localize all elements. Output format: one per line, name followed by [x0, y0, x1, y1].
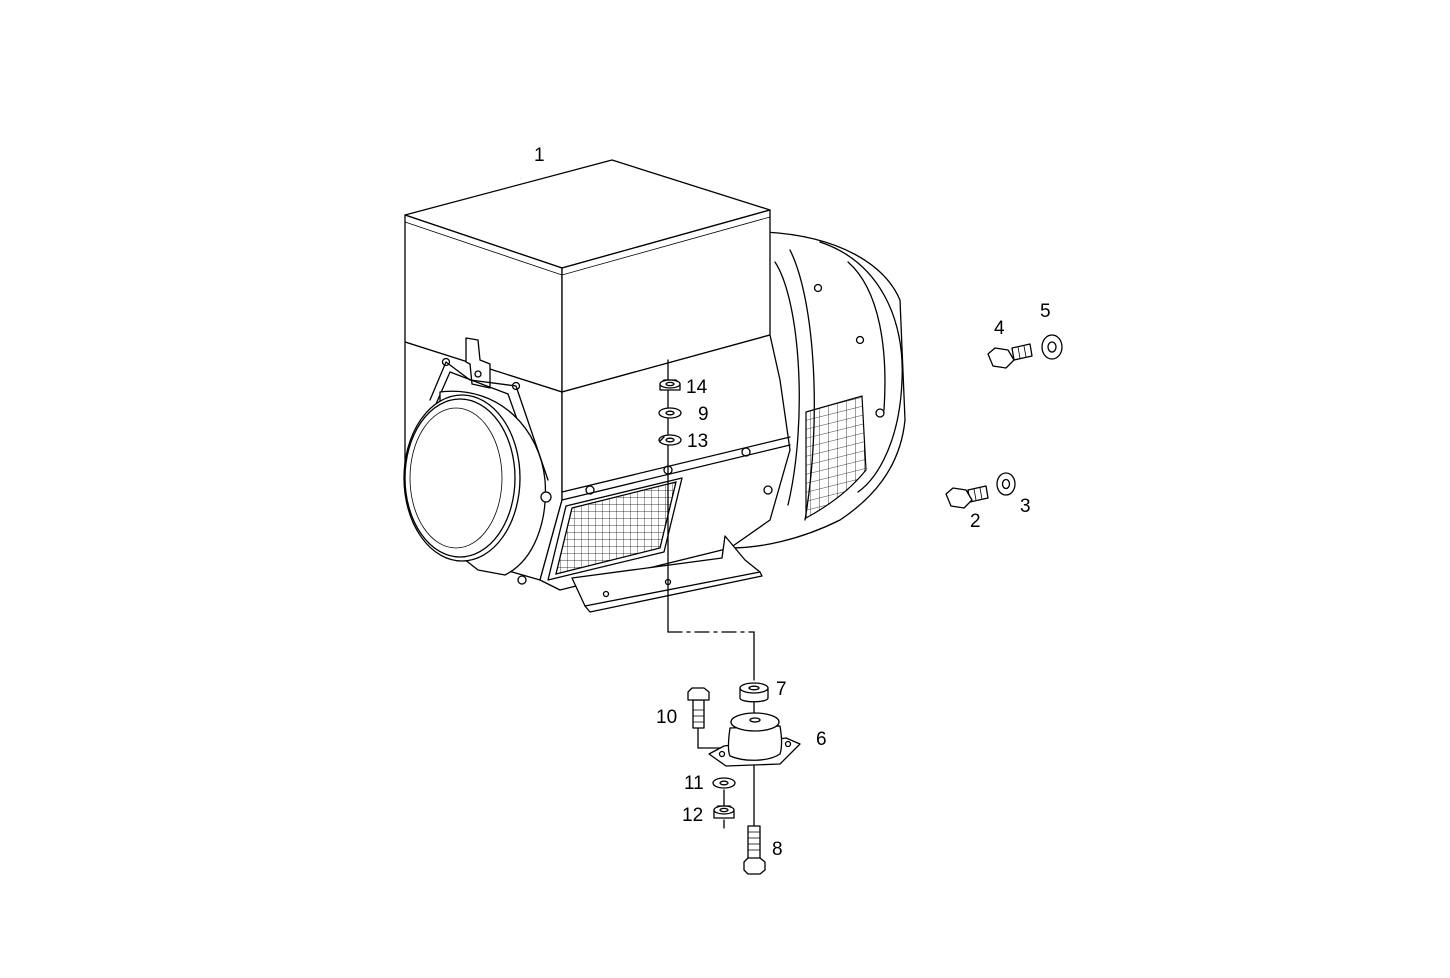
callout-12: 12 [682, 805, 703, 826]
callout-4: 4 [994, 318, 1005, 339]
mounting-foot [571, 535, 761, 607]
bolt-part-2 [945, 485, 989, 509]
lifting-lug [465, 337, 491, 389]
callout-9: 9 [698, 404, 709, 425]
washer-part-3 [996, 472, 1016, 496]
spring-washer-part-13 [658, 434, 682, 446]
callout-13: 13 [687, 431, 708, 452]
washer-part-11 [712, 777, 736, 789]
generator-assembly [403, 159, 906, 613]
anti-vibration-mount-part-6 [708, 712, 801, 767]
bolt-part-8 [743, 825, 766, 875]
callout-11: 11 [684, 773, 704, 794]
generator-rear-flange [819, 241, 903, 493]
callout-labels: 1 2 3 4 5 6 7 8 9 10 11 12 13 14 [534, 145, 1051, 860]
washer-part-5 [1041, 334, 1063, 360]
rear-vent-mesh [805, 395, 867, 520]
callout-14: 14 [686, 377, 708, 398]
callout-8: 8 [772, 839, 783, 860]
callout-3: 3 [1020, 496, 1031, 517]
bolt-part-4 [987, 343, 1033, 369]
callout-1: 1 [534, 145, 545, 166]
front-vent-grille [555, 481, 677, 575]
leader-lines [667, 359, 755, 829]
spacer-part-7 [739, 682, 769, 703]
callout-5: 5 [1040, 301, 1051, 322]
callout-2: 2 [970, 511, 981, 532]
callout-7: 7 [776, 679, 787, 700]
nut-part-12 [713, 805, 735, 819]
bolt-part-10 [687, 687, 710, 729]
washer-part-9 [658, 407, 682, 419]
callout-10: 10 [656, 707, 677, 728]
callout-6: 6 [816, 729, 827, 750]
nut-part-14 [659, 379, 681, 391]
